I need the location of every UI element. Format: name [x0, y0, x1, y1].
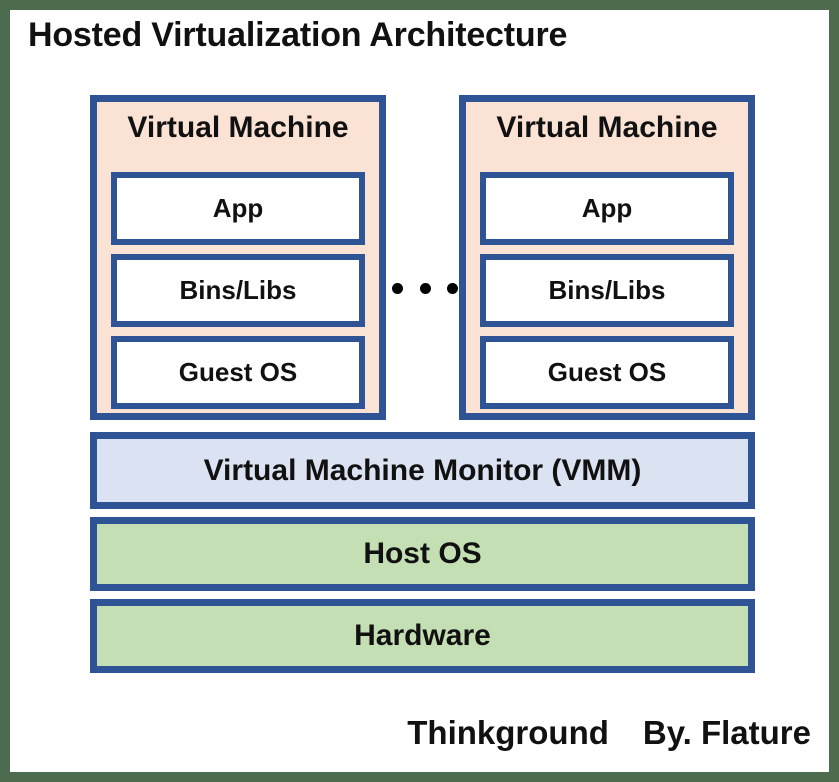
- virtual-machine-title-2: Virtual Machine: [496, 111, 718, 144]
- vm1-layer-guest-os-label: Guest OS: [178, 357, 298, 387]
- vm2-layer-bins-libs-label: Bins/Libs: [548, 275, 666, 305]
- footer-brand: Thinkground: [407, 714, 609, 751]
- vm1-layer-bins-libs: Bins/Libs: [111, 254, 365, 327]
- footer-author: By. Flature: [642, 714, 811, 751]
- page-title: Hosted Virtualization Architecture: [28, 16, 568, 54]
- virtual-machine-box-2: Virtual Machine App Bins/Libs Guest OS: [459, 95, 755, 420]
- footer: Thinkground By. Flature: [407, 714, 811, 752]
- vm1-layer-guest-os: Guest OS: [111, 336, 365, 409]
- layer-host-os-label: Host OS: [363, 537, 482, 570]
- vm1-layer-app-label: App: [212, 193, 264, 223]
- layer-hardware: Hardware: [90, 599, 755, 673]
- virtual-machine-box-1: Virtual Machine App Bins/Libs Guest OS: [90, 95, 386, 420]
- vm2-layer-app-label: App: [581, 193, 633, 223]
- ellipsis-dot: [419, 282, 431, 294]
- vm2-layer-bins-libs: Bins/Libs: [480, 254, 734, 327]
- ellipsis-dot: [447, 282, 458, 294]
- more-vms-ellipsis-icon: [392, 276, 458, 300]
- ellipsis-dot: [392, 282, 403, 294]
- layer-vmm: Virtual Machine Monitor (VMM): [90, 432, 755, 509]
- vm2-layer-guest-os-label: Guest OS: [547, 357, 667, 387]
- vm1-layer-bins-libs-label: Bins/Libs: [179, 275, 297, 305]
- layer-vmm-label: Virtual Machine Monitor (VMM): [203, 453, 642, 487]
- vm2-layer-app: App: [480, 172, 734, 245]
- layer-host-os: Host OS: [90, 517, 755, 591]
- layer-hardware-label: Hardware: [354, 619, 491, 652]
- virtual-machine-title-1: Virtual Machine: [127, 111, 349, 144]
- vm2-layer-guest-os: Guest OS: [480, 336, 734, 409]
- vm1-layer-app: App: [111, 172, 365, 245]
